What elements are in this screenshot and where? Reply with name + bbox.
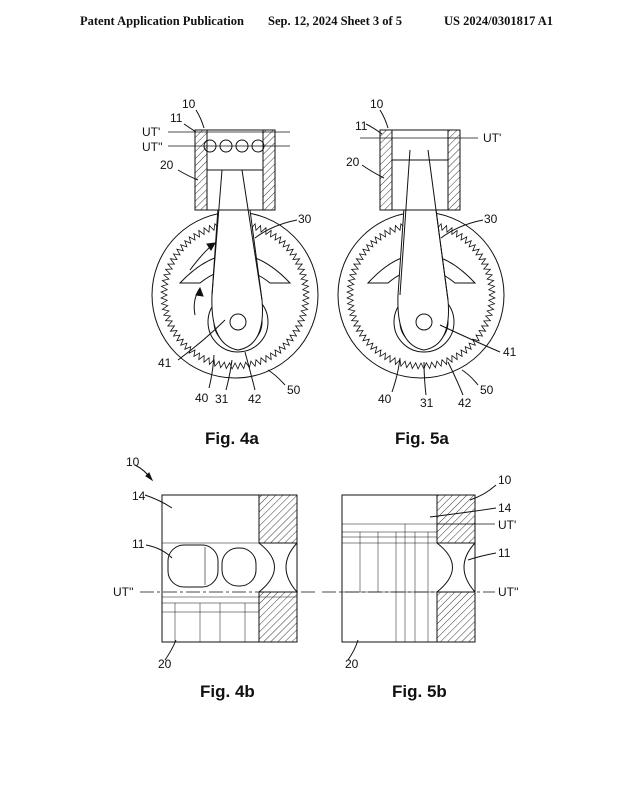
pin-bore	[167, 544, 219, 588]
header-publication: Patent Application Publication	[80, 14, 244, 28]
header-date-sheet: Sep. 12, 2024 Sheet 3 of 5	[268, 14, 403, 28]
figure-5b	[322, 484, 497, 661]
label-4a-ut-double-prime: UT''	[142, 140, 163, 154]
header-patent-number: US 2024/0301817 A1	[444, 14, 554, 28]
label-4a-20: 20	[160, 158, 174, 172]
label-4b-11: 11	[132, 537, 145, 551]
caption-fig-4a: Fig. 4a	[205, 429, 259, 448]
caption-fig-5b: Fig. 5b	[392, 682, 447, 701]
label-4b-20: 20	[158, 657, 172, 671]
rod-big-end	[229, 313, 247, 331]
piston-crown	[391, 129, 449, 161]
label-4a-50: 50	[287, 383, 301, 397]
figure-4a	[151, 109, 319, 391]
piston	[206, 169, 264, 211]
label-5b-20: 20	[345, 657, 359, 671]
label-5a-41: 41	[503, 345, 517, 359]
figure-4b	[134, 464, 318, 661]
label-5a-40: 40	[378, 392, 392, 406]
label-5b-11: 11	[498, 546, 511, 560]
rod-big-end	[415, 313, 433, 331]
label-5a-11: 11	[355, 119, 368, 133]
label-4a-42: 42	[248, 392, 262, 406]
gear-teeth	[346, 220, 496, 370]
pin-bore	[221, 547, 257, 587]
label-4a-31: 31	[215, 392, 229, 406]
label-5a-30: 30	[484, 212, 498, 226]
label-5a-31: 31	[420, 396, 434, 410]
label-4a-30: 30	[298, 212, 312, 226]
caption-fig-5a: Fig. 5a	[395, 429, 449, 448]
label-4a-ut-prime: UT'	[142, 125, 160, 139]
label-4a-10: 10	[182, 97, 196, 111]
label-4a-40: 40	[195, 391, 209, 405]
label-5a-42: 42	[458, 396, 472, 410]
label-5a-20: 20	[346, 155, 360, 169]
label-5b-10: 10	[498, 473, 512, 487]
label-5a-50: 50	[480, 383, 494, 397]
caption-fig-4b: Fig. 4b	[200, 682, 255, 701]
label-4b-10: 10	[126, 455, 140, 469]
piston	[391, 159, 449, 211]
label-5a-ut-prime: UT'	[483, 131, 501, 145]
gear-teeth	[160, 220, 310, 370]
figure-5a	[337, 109, 505, 396]
label-4b-14: 14	[132, 489, 146, 503]
label-5a-10: 10	[370, 97, 384, 111]
label-4a-41: 41	[158, 356, 172, 370]
label-4a-11: 11	[170, 111, 183, 125]
label-5b-14: 14	[498, 501, 512, 515]
label-5b-ut-prime: UT'	[498, 518, 516, 532]
label-5b-ut-double-prime: UT''	[498, 585, 519, 599]
reference-labels: 10 11 UT' UT'' 20 30 41 40 31 42 50 10 1…	[113, 97, 519, 671]
label-4b-ut-double-prime: UT''	[113, 585, 134, 599]
